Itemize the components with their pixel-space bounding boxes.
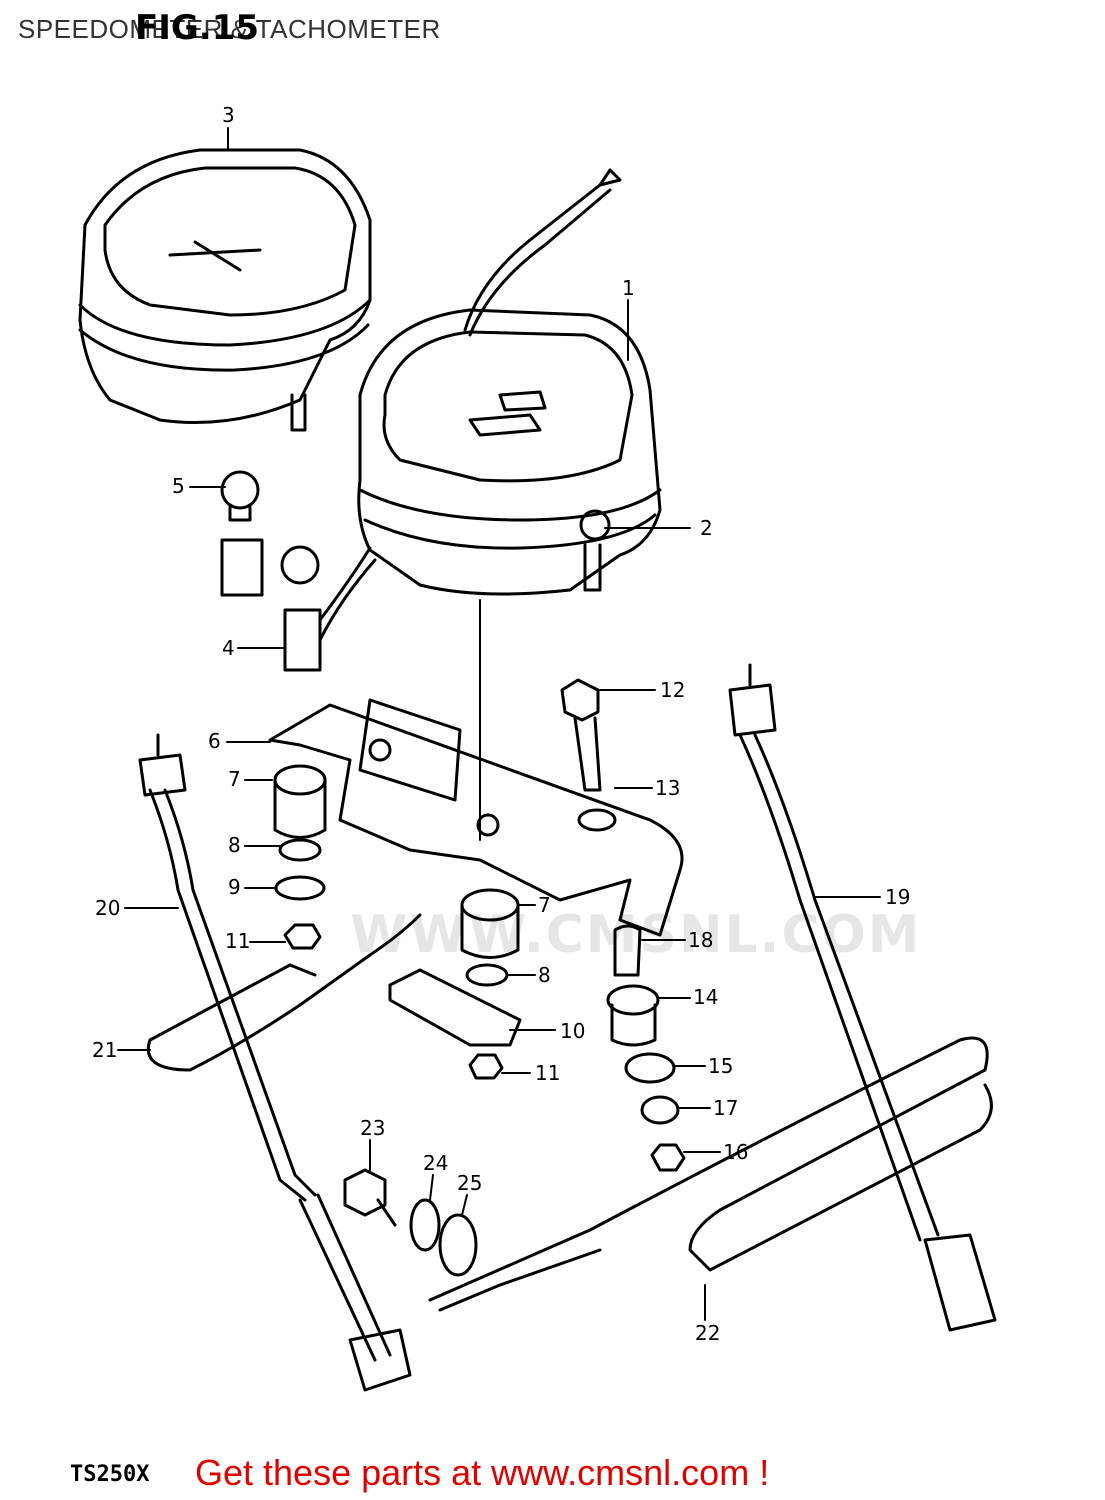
callout-22: 22 — [695, 1321, 720, 1345]
left-hardware — [273, 764, 522, 1080]
figure-number: FIG.15 — [135, 8, 260, 48]
bulb-sockets — [220, 470, 377, 672]
callout-24: 24 — [423, 1151, 448, 1175]
mounting-bracket — [268, 698, 684, 937]
cable-guide-22 — [428, 1036, 993, 1302]
callout-12: 12 — [660, 678, 685, 702]
callout-5: 5 — [172, 474, 185, 498]
diagram-title: SPEEDOMETER & TACHOMETER — [18, 14, 441, 44]
callout-10: 10 — [560, 1019, 585, 1043]
bolt-washers — [343, 1168, 478, 1277]
callout-13: 13 — [655, 776, 680, 800]
tachometer-housing — [78, 148, 372, 432]
watermark: WWW.CMSNL.COM — [350, 905, 922, 965]
callout-21: 21 — [92, 1038, 117, 1062]
model-code: TS250X — [70, 1462, 150, 1487]
callout-18: 18 — [688, 928, 713, 952]
cable-guide-21 — [147, 913, 422, 1072]
callout-3: 3 — [222, 103, 235, 127]
callout-11b: 11 — [535, 1061, 560, 1085]
callout-7b: 7 — [538, 893, 551, 917]
callout-1: 1 — [622, 276, 635, 300]
tachometer-cable — [728, 663, 997, 1332]
callout-7: 7 — [228, 767, 241, 791]
callout-4: 4 — [222, 636, 235, 660]
right-hardware — [560, 678, 686, 1172]
speedometer-cable — [138, 733, 412, 1392]
callout-2: 2 — [700, 516, 713, 540]
callout-11a: 11 — [225, 929, 250, 953]
callout-9: 9 — [228, 875, 241, 899]
callout-6: 6 — [208, 729, 221, 753]
callout-16: 16 — [723, 1140, 748, 1164]
callout-20: 20 — [95, 896, 120, 920]
callout-8b: 8 — [538, 963, 551, 987]
promo-link[interactable]: Get these parts at www.cmsnl.com ! — [195, 1452, 770, 1493]
callout-25: 25 — [457, 1171, 482, 1195]
callout-14: 14 — [693, 985, 718, 1009]
speedometer-housing — [357, 308, 662, 596]
callout-19: 19 — [885, 885, 910, 909]
callout-8: 8 — [228, 833, 241, 857]
callout-23: 23 — [360, 1116, 385, 1140]
callout-15: 15 — [708, 1054, 733, 1078]
callout-17: 17 — [713, 1096, 738, 1120]
